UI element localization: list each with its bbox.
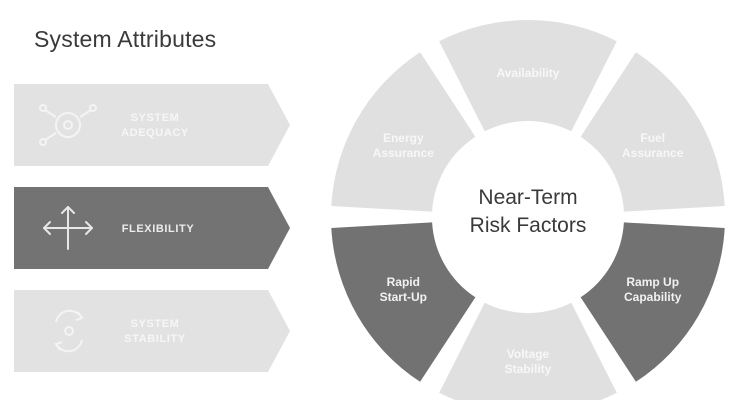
wheel-segment-shape <box>439 302 617 400</box>
wheel-segment-shape <box>439 20 617 132</box>
cycle-icon <box>54 309 84 353</box>
wheel-segment-shape <box>580 222 725 382</box>
wheel-segment-shape <box>331 222 476 382</box>
page-title: System Attributes <box>34 26 217 52</box>
wheel-center-label-line1: Near-Term <box>478 186 577 209</box>
attribute-arrow-shape <box>14 84 290 166</box>
attribute-label-line1: SYSTEM <box>131 112 180 124</box>
wheel-center-disc <box>435 124 621 310</box>
wheel-segment-label-line2: Capability <box>624 290 682 304</box>
wheel-segment-label-line2: Assurance <box>622 146 684 160</box>
wheel-segment-label-line2: Stability <box>505 362 552 376</box>
wheel-segment-label-line1: Energy <box>383 131 424 145</box>
attribute-label-line1: FLEXIBILITY <box>122 223 195 235</box>
wheel-segment-label-line2: Assurance <box>373 146 435 160</box>
wheel-segment-label-line1: Rapid <box>387 275 420 289</box>
wheel-segment-label-line1: Availability <box>497 66 560 80</box>
wheel-segment: Availability <box>439 20 617 132</box>
attribute-flexibility: FLEXIBILITY <box>14 187 290 269</box>
wheel-segment-label-line2: Start-Up <box>380 290 427 304</box>
attribute-arrow-shape <box>14 187 290 269</box>
attribute-label-line2: STABILITY <box>124 333 185 345</box>
gear-network-icon <box>39 104 97 146</box>
attribute-arrow-shape <box>14 290 290 372</box>
attribute-system-adequacy: SYSTEM ADEQUACY <box>14 84 290 166</box>
wheel-segment-label-line1: Fuel <box>640 131 665 145</box>
attribute-label-line2: ADEQUACY <box>121 127 189 139</box>
wheel-segment-shape <box>580 52 725 212</box>
attribute-label-line1: SYSTEM <box>131 318 180 330</box>
arrows-split-icon <box>43 206 93 250</box>
wheel-segment-shape <box>331 52 476 212</box>
wheel-center-label-line2: Risk Factors <box>470 214 587 237</box>
wheel-segment-label-line1: Ramp Up <box>626 275 679 289</box>
wheel-segment-label-line1: Voltage <box>507 347 550 361</box>
attribute-system-stability: SYSTEM STABILITY <box>14 290 290 372</box>
